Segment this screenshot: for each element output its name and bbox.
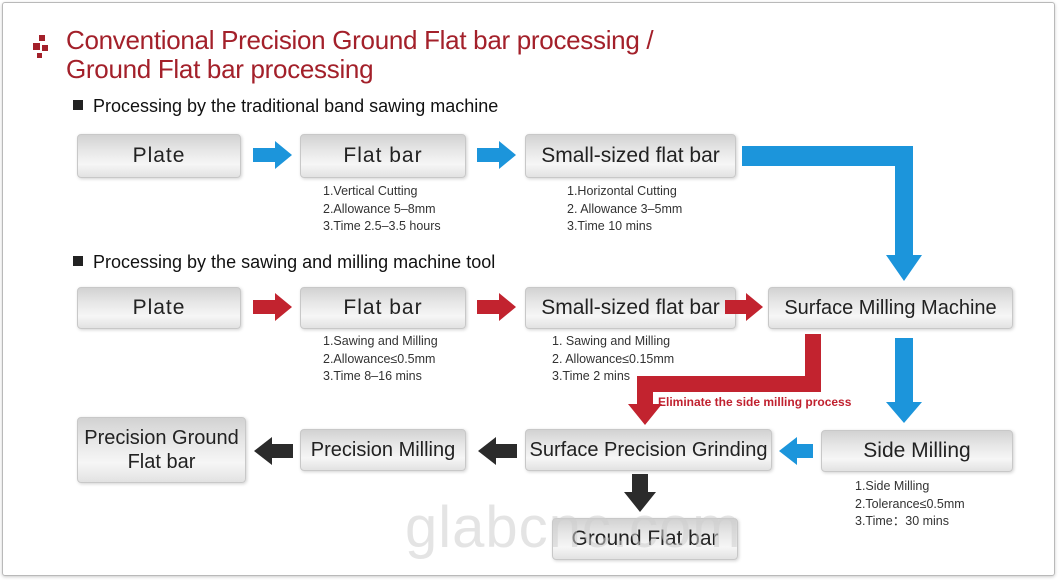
box-flat-bar-2: Flat bar [300,287,466,329]
note-line: 2.Allowance 5–8mm [323,201,436,216]
note-line: 3.Time 2.5–3.5 hours [323,219,441,233]
arrow-right-icon [253,141,292,169]
section2-heading: Processing by the sawing and milling mac… [73,252,495,272]
note-line: 3.Time 2 mins [552,369,631,383]
note-small-flat-bar-1: 1.Horizontal Cutting 2. Allowance 3–5mm … [567,183,682,236]
watermark: glabcnc.com [405,495,742,560]
note-line: 3.Time：30 mins [855,514,950,528]
box-surface-precision-grinding: Surface Precision Grinding [525,429,772,471]
arrow-right-icon [725,293,763,321]
section1-heading-text: Processing by the traditional band sawin… [93,96,499,116]
note-line: 2.Tolerance≤0.5mm [855,496,965,511]
bullet-square-icon [73,256,83,266]
box-small-flat-bar-1: Small-sized flat bar [525,134,736,178]
elbow-arrow-icon [628,334,821,425]
title-line-2: Ground Flat bar processing [66,54,374,84]
box-plate-2: Plate [77,287,241,329]
bullet-square-icon [73,100,83,110]
note-line: 3.Time 8–16 mins [323,369,422,383]
eliminate-label: Eliminate the side milling process [658,395,852,409]
arrow-down-icon [624,474,656,512]
note-line: 2. Allowance 3–5mm [567,201,683,216]
arrow-right-icon [477,293,516,321]
logo-squares-icon [33,35,53,65]
arrow-left-icon [779,437,813,465]
box-ground-flat-bar: Ground Flat bar [552,518,738,560]
note-line: 1.Sawing and Milling [323,334,438,348]
arrow-left-icon [478,437,517,465]
final-line-1: Precision Ground [84,427,239,449]
note-flat-bar-1: 1.Vertical Cutting 2.Allowance 5–8mm 3.T… [323,183,441,236]
section2-heading-text: Processing by the sawing and milling mac… [93,252,496,272]
box-precision-ground-flat-bar: Precision Ground Flat bar [77,417,246,483]
box-side-milling: Side Milling [821,430,1013,472]
note-line: 1.Side Milling [855,479,930,493]
elbow-arrow-icon [742,146,922,281]
title-line-1: Conventional Precision Ground Flat bar p… [66,25,654,55]
note-line: 1. Sawing and Milling [552,334,671,348]
note-line: 1.Horizontal Cutting [567,184,677,198]
note-line: 2. Allowance≤0.15mm [552,351,675,366]
box-flat-bar-1: Flat bar [300,134,466,178]
box-plate-1: Plate [77,134,241,178]
note-line: 3.Time 10 mins [567,219,652,233]
section1-heading: Processing by the traditional band sawin… [73,96,498,116]
arrow-right-icon [477,141,516,169]
final-line-2: Flat bar [127,451,196,473]
box-precision-milling: Precision Milling [300,429,466,471]
note-line: 1.Vertical Cutting [323,184,418,198]
box-surface-milling-machine: Surface Milling Machine [768,287,1013,329]
arrow-left-icon [254,437,293,465]
note-side-milling: 1.Side Milling 2.Tolerance≤0.5mm 3.Time：… [855,478,965,531]
box-small-flat-bar-2: Small-sized flat bar [525,287,736,329]
arrow-down-icon [886,338,922,423]
page-title: Conventional Precision Ground Flat bar p… [66,25,654,84]
note-flat-bar-2: 1.Sawing and Milling 2.Allowance≤0.5mm 3… [323,333,438,386]
arrow-right-icon [253,293,292,321]
note-small-flat-bar-2: 1. Sawing and Milling 2. Allowance≤0.15m… [552,333,674,386]
note-line: 2.Allowance≤0.5mm [323,351,436,366]
